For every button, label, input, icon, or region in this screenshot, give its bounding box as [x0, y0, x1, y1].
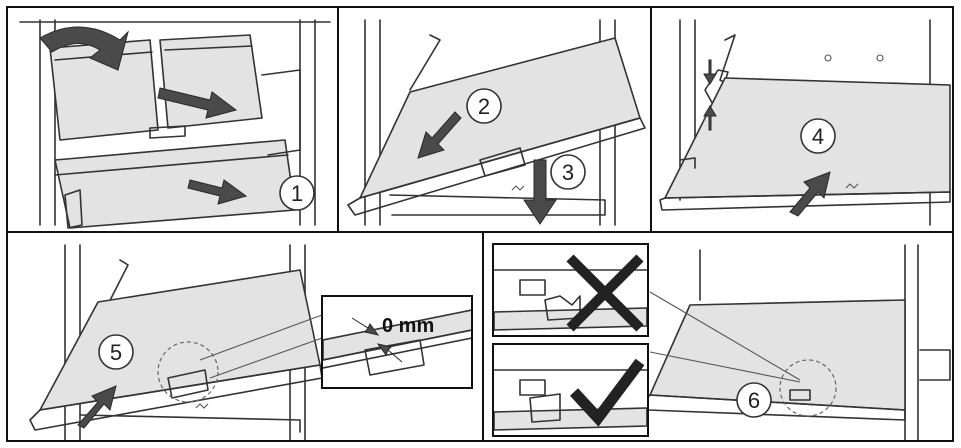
- panel-step-1: 1: [19, 19, 331, 229]
- arrow-curved-down-icon: [39, 26, 129, 71]
- step-number-5: 5: [110, 340, 122, 365]
- arrow-pull-out-icon: [187, 179, 248, 205]
- check-mark-icon: [569, 358, 645, 427]
- step-number-2: 2: [478, 94, 490, 119]
- arrow-down-icon: [523, 159, 557, 225]
- panel-step-5: 5 0 mm: [29, 244, 473, 440]
- arrow-pull-out-icon: [157, 87, 238, 119]
- step-number-3: 3: [562, 160, 574, 185]
- arrow-gap-bottom-icon: [376, 343, 403, 363]
- gap-label: 0 mm: [382, 315, 434, 337]
- panel-step-4: 4: [659, 19, 951, 226]
- panel-step-2-3: 2 3: [347, 19, 646, 226]
- arrow-down-left-icon: [417, 111, 462, 159]
- arrow-small-up-icon: [703, 105, 717, 131]
- detail-inset-gap: 0 mm: [321, 295, 473, 389]
- detail-zoom-circle: [779, 359, 837, 417]
- arrow-up-right-icon: [77, 385, 117, 429]
- panel-step-6: 6: [492, 243, 951, 440]
- inset-correct: [492, 343, 649, 437]
- cross-mark-icon: [566, 254, 644, 332]
- step-number-4: 4: [812, 124, 824, 149]
- step-number-6: 6: [748, 388, 760, 413]
- arrow-gap-top-icon: [351, 317, 380, 336]
- arrow-small-down-icon: [703, 59, 717, 85]
- step-number-1: 1: [291, 181, 303, 206]
- inset-incorrect: [492, 243, 649, 337]
- detail-zoom-circle: [157, 341, 219, 403]
- arrow-up-right-icon: [789, 171, 831, 217]
